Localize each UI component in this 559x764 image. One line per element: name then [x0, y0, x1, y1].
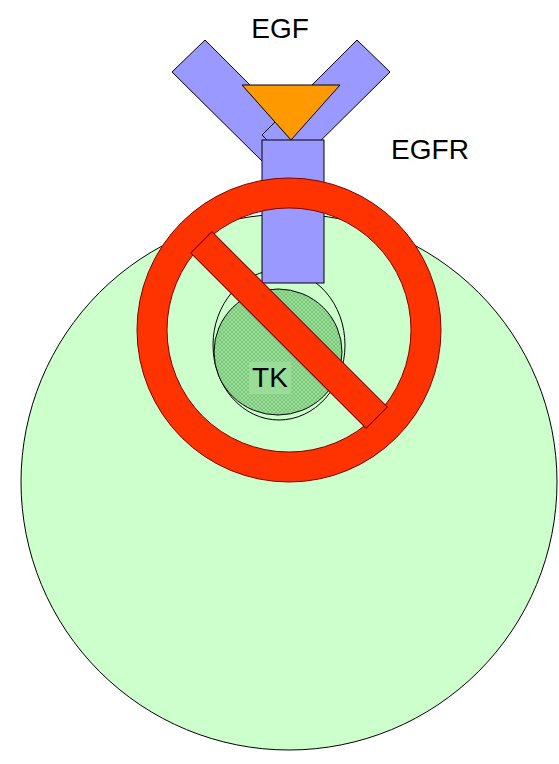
inner-ellipse	[214, 289, 342, 415]
outer-ellipse	[213, 270, 345, 420]
receptor-label: EGFR	[391, 134, 469, 166]
ligand-label: EGF	[251, 13, 309, 45]
prohibition-ring	[137, 178, 441, 482]
receptor-stalk	[262, 140, 324, 283]
kinase-label: TK	[249, 362, 291, 394]
ligand-triangle	[242, 85, 340, 140]
prohibition-sign	[137, 178, 441, 482]
prohibition-bar	[191, 232, 388, 429]
